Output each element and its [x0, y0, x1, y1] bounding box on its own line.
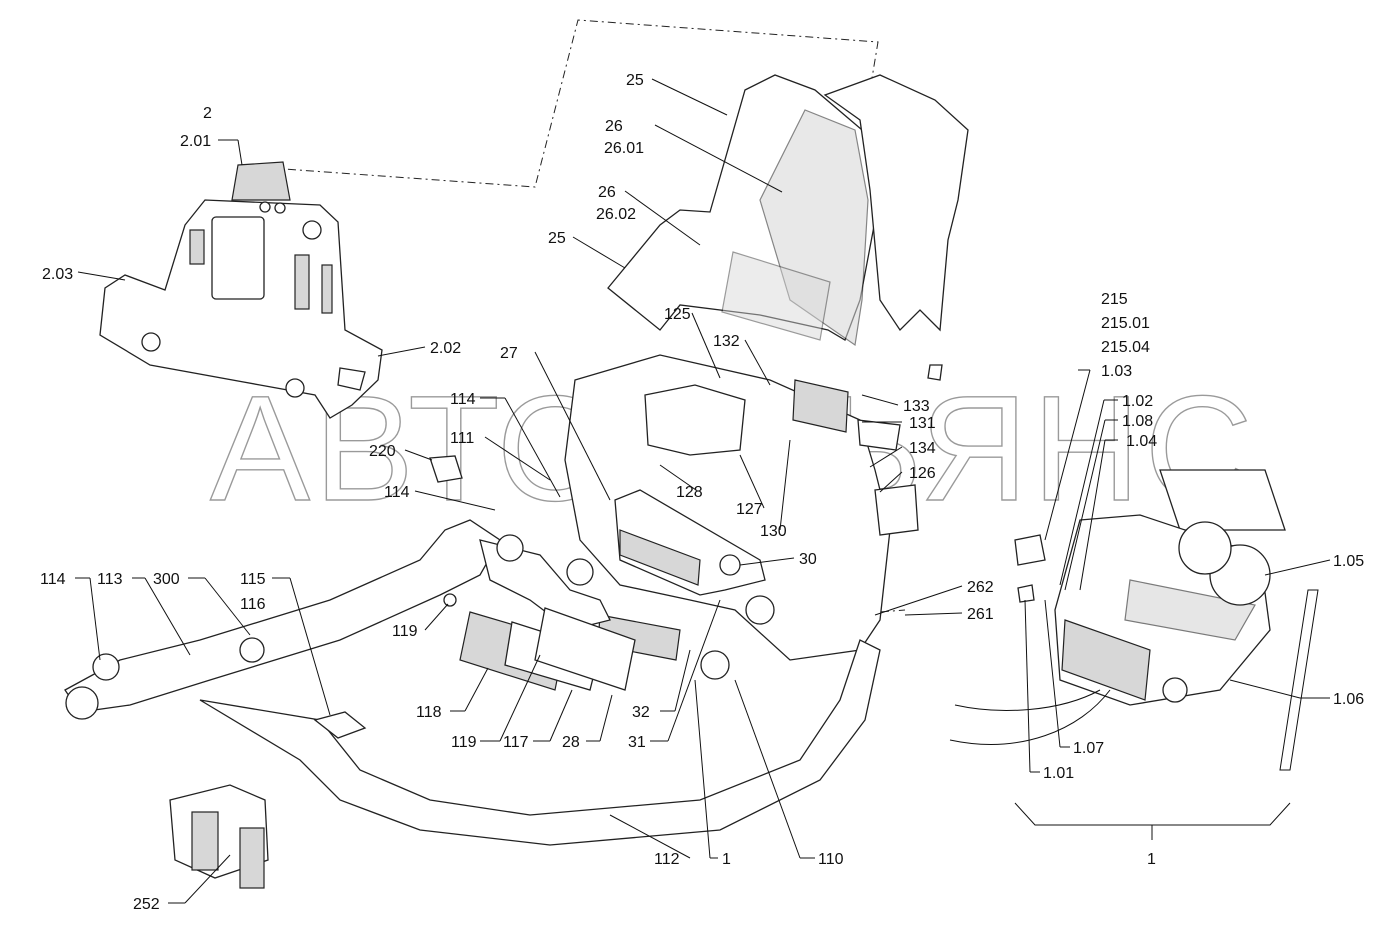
- callout-132: 132: [713, 333, 740, 350]
- dashboard-panel-part: [99, 161, 383, 419]
- callout-26-mid: 26: [598, 184, 616, 201]
- airflow-arrow-upper: [954, 689, 1101, 711]
- callout-118: 118: [416, 704, 442, 721]
- callout-2-02: 2.02: [430, 340, 461, 357]
- callout-1-01: 1.01: [1043, 765, 1074, 782]
- heater-unit-part: [1014, 469, 1319, 771]
- callout-1-bottom: 1: [722, 851, 731, 868]
- callout-113: 113: [97, 571, 123, 588]
- callout-125: 125: [664, 306, 691, 323]
- callout-26-02: 26.02: [596, 206, 636, 223]
- part-252: [169, 784, 269, 889]
- callout-1-03: 1.03: [1101, 363, 1132, 380]
- assembly-bracket: [1014, 802, 1291, 826]
- filter-stack-part: [443, 593, 636, 691]
- callout-262: 262: [967, 579, 994, 596]
- callout-110: 110: [818, 851, 844, 868]
- part-220: [429, 455, 463, 483]
- callout-26-top: 26: [605, 118, 623, 135]
- callout-labels: 2 2.01 2.03 2.02 25 26 26.01 26 26.02 25…: [40, 72, 1364, 913]
- callout-28: 28: [562, 734, 580, 751]
- callout-1-assembly: 1: [1147, 851, 1156, 868]
- callout-27: 27: [500, 345, 518, 362]
- callout-126: 126: [909, 465, 936, 482]
- callout-2: 2: [203, 105, 212, 122]
- callout-133: 133: [903, 398, 930, 415]
- callout-130: 130: [760, 523, 787, 540]
- air-duct-part: [64, 519, 881, 846]
- callout-116: 116: [240, 596, 266, 613]
- callout-128: 128: [676, 484, 703, 501]
- callout-215-04: 215.04: [1101, 339, 1150, 356]
- assembly-line-upper: [269, 19, 879, 188]
- callout-1-06: 1.06: [1333, 691, 1364, 708]
- callout-134: 134: [909, 440, 936, 457]
- callout-127: 127: [736, 501, 763, 518]
- callout-215: 215: [1101, 291, 1128, 308]
- back-panel-part: [607, 74, 969, 381]
- callout-1-08: 1.08: [1122, 413, 1153, 430]
- callout-115: 115: [240, 571, 266, 588]
- callout-25-mid: 25: [548, 230, 566, 247]
- callout-2-03: 2.03: [42, 266, 73, 283]
- callout-114-left: 114: [40, 571, 66, 588]
- callout-1-02: 1.02: [1122, 393, 1153, 410]
- callout-25-top: 25: [626, 72, 644, 89]
- callout-1-04: 1.04: [1126, 433, 1157, 450]
- callout-114-mid: 114: [384, 484, 410, 501]
- callout-215-01: 215.01: [1101, 315, 1150, 332]
- leader-lines: [75, 78, 1331, 904]
- airflow-arrow-lower: [949, 689, 1111, 745]
- callout-114-upper: 114: [450, 391, 476, 408]
- callout-131: 131: [909, 415, 936, 432]
- callout-1-05: 1.05: [1333, 553, 1364, 570]
- callout-119-upper: 119: [392, 623, 418, 640]
- heater-box-part: [564, 354, 919, 680]
- callout-252: 252: [133, 896, 160, 913]
- callout-300: 300: [153, 571, 180, 588]
- callout-1-07: 1.07: [1073, 740, 1104, 757]
- callout-112: 112: [654, 851, 680, 868]
- callout-117: 117: [503, 734, 529, 751]
- callout-261: 261: [967, 606, 994, 623]
- callout-2-01: 2.01: [180, 133, 211, 150]
- callout-31: 31: [628, 734, 646, 751]
- callout-111: 111: [450, 430, 474, 447]
- callout-220: 220: [369, 443, 396, 460]
- callout-119-lower: 119: [451, 734, 477, 751]
- callout-32: 32: [632, 704, 650, 721]
- callout-30: 30: [799, 551, 817, 568]
- callout-26-01: 26.01: [604, 140, 644, 157]
- part-115: [313, 711, 367, 739]
